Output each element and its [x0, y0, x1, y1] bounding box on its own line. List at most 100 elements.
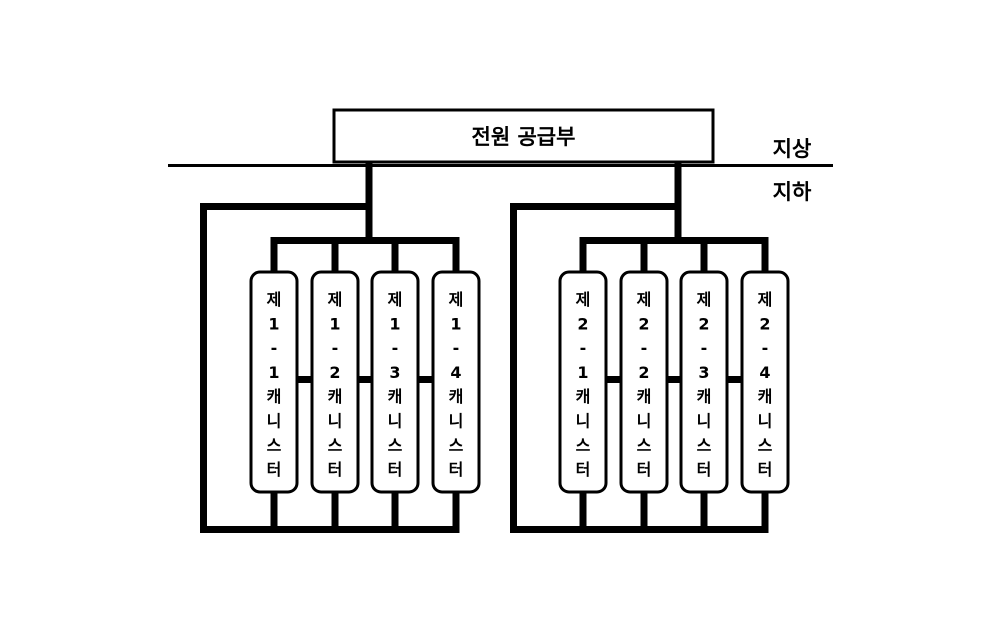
group-2-canister-1-bottom-wire [580, 490, 587, 528]
group-1-canister-2-label-char: 2 [329, 363, 340, 382]
level-label-below: 지하 [773, 180, 812, 204]
group-1-canister-3-label-char: 3 [389, 363, 400, 382]
group-2-canister-2-label-char: - [641, 339, 648, 358]
group-2-canister-4-label-char: 4 [759, 363, 770, 382]
group-1-canister-1-top-wire [271, 237, 278, 274]
group-1-canister-1-label-char: 터 [267, 460, 282, 479]
group-1-canister-4-label-char: - [453, 339, 460, 358]
canisters: 제1-1캐니스터제1-2캐니스터제1-3캐니스터제1-4캐니스터제2-1캐니스터… [251, 272, 788, 492]
group-1-canister-2-label-char: 터 [328, 460, 343, 479]
group-2-canister-4-label-char: 캐 [758, 387, 773, 406]
group-1-canister-1-label-char: 니 [267, 412, 282, 431]
level-label-above: 지상 [773, 137, 812, 161]
group-1-canister-4-top-wire [453, 237, 460, 274]
group-2-canister-1-side-link [606, 376, 621, 383]
group-2-canister-1-label-char: 2 [577, 314, 588, 333]
group-2-canister-1-label-char: 1 [577, 363, 588, 382]
group-1-canister-3-label-char: 터 [388, 460, 403, 479]
group-2-canister-3-label-char: 3 [698, 363, 709, 382]
group-2-top-bus [580, 237, 769, 244]
group-2-loop-wire-left [510, 203, 517, 533]
group-2-canister-2-top-wire [641, 237, 648, 274]
power-supply-label: 전원 공급부 [472, 125, 576, 149]
group-1-canister-1-side-link [297, 376, 312, 383]
group-2-loop-wire-top [510, 203, 678, 210]
group-1-canister-3-label-char: 1 [389, 314, 400, 333]
group-1-canister-4-label-char: 제 [449, 290, 464, 309]
power-supply-unit: 전원 공급부 [334, 110, 713, 162]
group-1-canister-1-label-char: 캐 [267, 387, 282, 406]
group-2-canister-1-top-wire [580, 237, 587, 274]
group-1-canister-3-label-char: 캐 [388, 387, 403, 406]
group-1-canister-1-label-char: 제 [267, 290, 282, 309]
group-2-canister-3-label-char: 터 [697, 460, 712, 479]
group-2-canister-1-label-char: 캐 [576, 387, 591, 406]
group-1-canister-2-side-link [358, 376, 372, 383]
group-1-canister-4-label-char: 캐 [449, 387, 464, 406]
group-1-canister-3-label-char: - [392, 339, 399, 358]
group-2-canister-4-label-char: 터 [758, 460, 773, 479]
group-2-canister-1-label-char: 터 [576, 460, 591, 479]
group-2-canister-3-top-wire [701, 237, 708, 274]
group-1-canister-2-bottom-wire [332, 490, 339, 528]
group-1-canister-1-label-char: 1 [268, 363, 279, 382]
group-2-canister-4-label-char: - [762, 339, 769, 358]
group-1-canister-1-label-char: 스 [267, 436, 282, 455]
group-2-canister-4-label-char: 스 [758, 436, 773, 455]
group-2-canister-1-label-char: 스 [576, 436, 591, 455]
group-2-canister-2-label-char: 터 [637, 460, 652, 479]
group-2-canister-2-side-link [667, 376, 681, 383]
group-1-canister-4-label-char: 니 [449, 412, 464, 431]
group-2-canister-1-label-char: - [580, 339, 587, 358]
group-1-canister-2-label-char: 니 [328, 412, 343, 431]
group-1-canister-4-label-char: 1 [450, 314, 461, 333]
group-2-canister-3-label-char: 스 [697, 436, 712, 455]
group-2-canister-3-side-link [727, 376, 742, 383]
group-1-canister-4-label-char: 터 [449, 460, 464, 479]
group-1-canister-3-label-char: 스 [388, 436, 403, 455]
group-2-canister-3-label-char: 제 [697, 290, 712, 309]
group-1-canister-3-label-char: 니 [388, 412, 403, 431]
group-1-canister-1-label-char: - [271, 339, 278, 358]
group-1-canister-4-bottom-wire [453, 490, 460, 528]
group-1-loop-wire-left [200, 203, 207, 533]
ground-line [168, 164, 833, 167]
group-2-canister-1-label-char: 니 [576, 412, 591, 431]
group-2-canister-3-label-char: 캐 [697, 387, 712, 406]
group-1-canister-3-side-link [418, 376, 433, 383]
group-2-bottom-bus [510, 526, 769, 533]
group-1-canister-2-top-wire [332, 237, 339, 274]
group-2-canister-2-label-char: 2 [638, 363, 649, 382]
group-2-canister-3-bottom-wire [701, 490, 708, 528]
group-2-canister-2-label-char: 캐 [637, 387, 652, 406]
group-1-bottom-bus [200, 526, 460, 533]
group-1-canister-2-label-char: 스 [328, 436, 343, 455]
group-2-canister-4-bottom-wire [762, 490, 769, 528]
group-1-canister-4-label-char: 4 [450, 363, 461, 382]
group-2-canister-4-label-char: 2 [759, 314, 770, 333]
group-2-canister-3-label-char: 니 [697, 412, 712, 431]
group-1-canister-3-top-wire [392, 237, 399, 274]
group-1-canister-2-label-char: 1 [329, 314, 340, 333]
group-2-canister-4-label-char: 제 [758, 290, 773, 309]
group-2-canister-3-label-char: - [701, 339, 708, 358]
group-2-canister-4-top-wire [762, 237, 769, 274]
group-1-canister-2-label-char: 캐 [328, 387, 343, 406]
group-2-canister-2-label-char: 제 [637, 290, 652, 309]
group-1-canister-3-label-char: 제 [388, 290, 403, 309]
group-1-canister-1-bottom-wire [271, 490, 278, 528]
group-2-canister-2-bottom-wire [641, 490, 648, 528]
group-1-top-bus [271, 237, 460, 244]
group-1-canister-3-bottom-wire [392, 490, 399, 528]
group-1-loop-wire-top [200, 203, 369, 210]
group-1-canister-2-label-char: 제 [328, 290, 343, 309]
group-2-canister-2-label-char: 스 [637, 436, 652, 455]
group-2-canister-1-label-char: 제 [576, 290, 591, 309]
group-1-canister-2-label-char: - [332, 339, 339, 358]
group-2-canister-4-label-char: 니 [758, 412, 773, 431]
group-2-canister-3-label-char: 2 [698, 314, 709, 333]
group-1-canister-1-label-char: 1 [268, 314, 279, 333]
group-2-canister-2-label-char: 니 [637, 412, 652, 431]
group-1-canister-4-label-char: 스 [449, 436, 464, 455]
